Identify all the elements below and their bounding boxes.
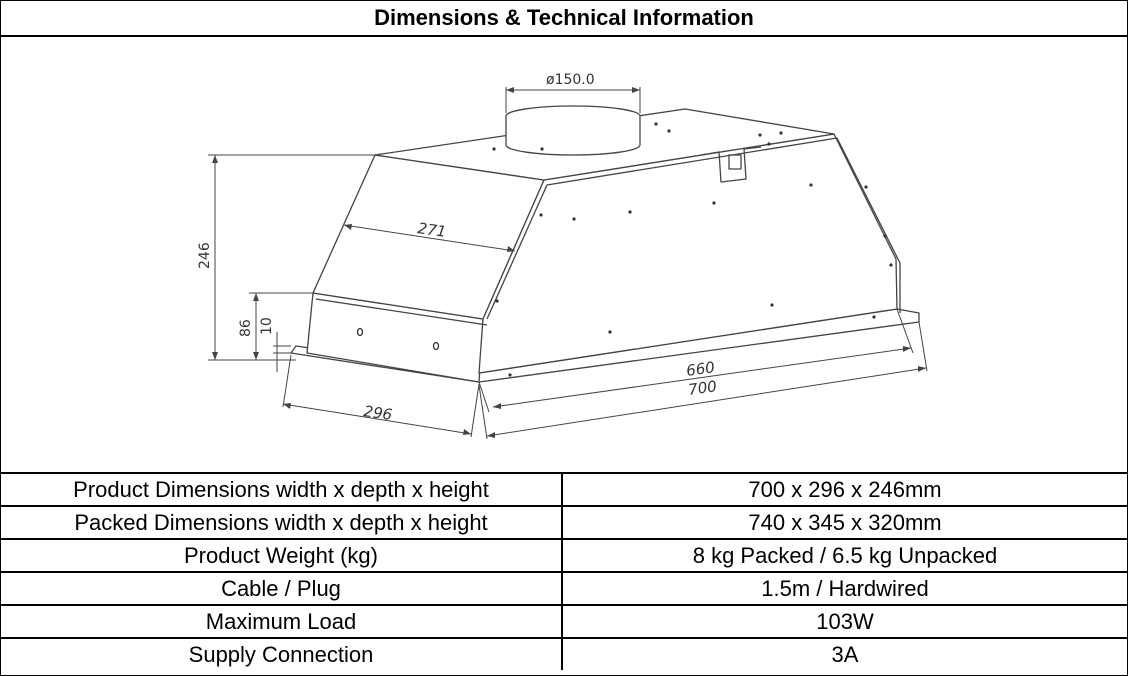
table-row: Packed Dimensions width x depth x height… [1, 505, 1127, 539]
height-lip-label: 10 [259, 317, 275, 335]
duct-diameter-label: ø150.0 [546, 72, 595, 88]
rangehood-technical-drawing: ø150.0 246 86 10 271 296 660 700 [197, 72, 928, 440]
width-inner-label: 660 [685, 358, 716, 380]
spec-value: 1.5m / Hardwired [562, 571, 1127, 605]
specs-table: Product Dimensions width x depth x heigh… [1, 472, 1127, 670]
spec-label: Cable / Plug [1, 571, 563, 605]
spec-label: Maximum Load [1, 604, 563, 638]
table-row: Supply Connection 3A [1, 637, 1127, 670]
spec-value: 740 x 345 x 320mm [562, 505, 1127, 539]
depth-base-label: 296 [362, 402, 393, 424]
page-title: Dimensions & Technical Information [1, 1, 1127, 37]
spec-value: 8 kg Packed / 6.5 kg Unpacked [562, 538, 1127, 572]
spec-label: Packed Dimensions width x depth x height [1, 505, 563, 539]
table-row: Product Weight (kg) 8 kg Packed / 6.5 kg… [1, 538, 1127, 572]
spec-value: 103W [562, 604, 1127, 638]
spec-label: Product Dimensions width x depth x heigh… [1, 472, 563, 506]
table-row: Cable / Plug 1.5m / Hardwired [1, 571, 1127, 605]
depth-top-label: 271 [416, 219, 447, 241]
mount-bracket [700, 146, 762, 183]
width-outer-label: 700 [687, 377, 718, 399]
height-total-label: 246 [197, 242, 213, 269]
spec-label: Product Weight (kg) [1, 538, 563, 572]
table-row: Maximum Load 103W [1, 604, 1127, 638]
spec-value: 700 x 296 x 246mm [562, 472, 1127, 506]
spec-value: 3A [562, 637, 1127, 670]
duct-body [505, 116, 641, 156]
spec-label: Supply Connection [1, 637, 563, 670]
table-row: Product Dimensions width x depth x heigh… [1, 472, 1127, 506]
height-front-label: 86 [238, 319, 254, 337]
